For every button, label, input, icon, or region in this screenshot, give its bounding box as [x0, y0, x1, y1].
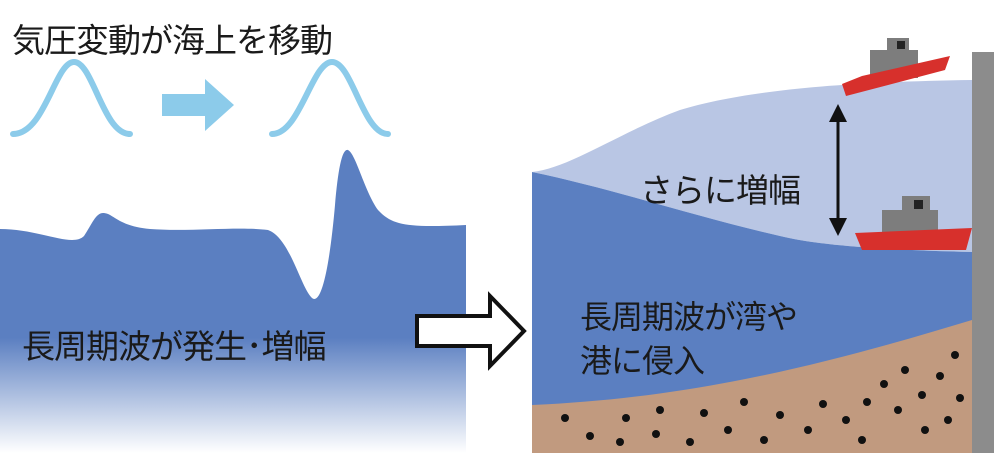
bay-intrusion-caption-line2: 港に侵入 [580, 342, 705, 380]
seabed-pebbles [561, 351, 964, 446]
seabed [532, 320, 972, 453]
right-arrow-icon [162, 79, 234, 131]
bay-intrusion-caption-line1: 長周期波が湾や [580, 298, 798, 336]
wave-generation-caption: 長周期波が発生･増幅 [22, 327, 326, 366]
pressure-wave-icon-1 [10, 58, 133, 137]
pressure-wave-icon-2 [269, 58, 391, 137]
flow-arrow-icon [415, 291, 527, 371]
ship-icon-lower [855, 196, 972, 250]
ship-icon-upper [842, 38, 950, 96]
surge-layer [532, 80, 972, 252]
open-sea [0, 149, 466, 453]
double-arrow-icon [829, 104, 847, 236]
quay-wall [972, 52, 994, 453]
diagram-title: 気圧変動が海上を移動 [12, 21, 333, 60]
amplification-label: さらに増幅 [640, 171, 801, 210]
